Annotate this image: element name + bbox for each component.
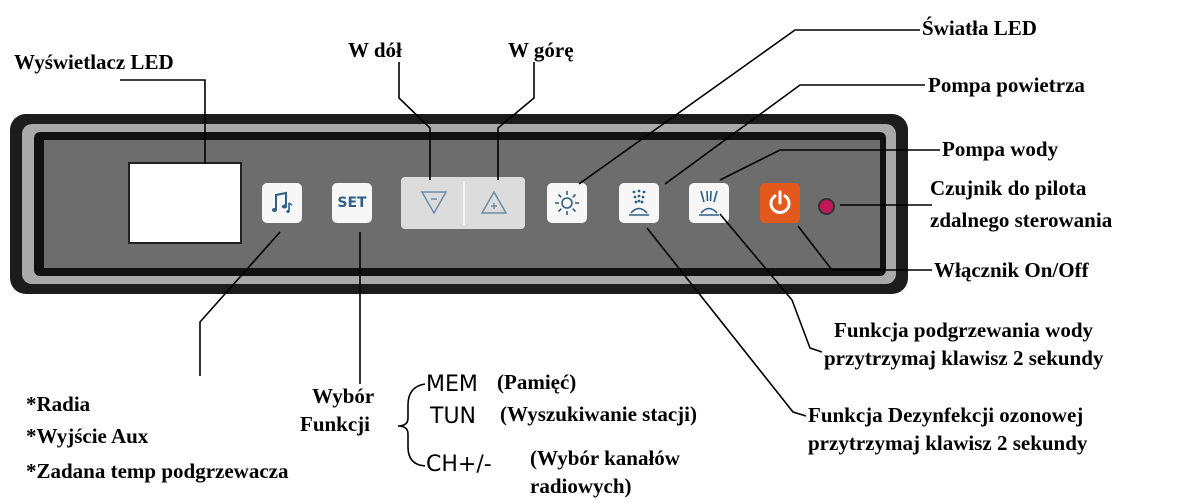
label-radio-2: *Wyjście Aux	[26, 424, 149, 448]
ch-desc-2: radiowych)	[530, 474, 632, 498]
ch-desc-1: (Wybór kanałów	[530, 446, 680, 470]
label-radio-3: *Zadana temp podgrzewacza	[26, 459, 289, 483]
updown-separator	[463, 181, 465, 225]
label-sensor-1: Czujnik do pilota	[930, 176, 1087, 200]
down-triangle-icon[interactable]	[419, 187, 449, 217]
water-jet-icon	[699, 190, 719, 216]
label-radio-1: *Radia	[26, 392, 91, 416]
light-icon	[555, 191, 579, 215]
label-sensor-2: zdalnego sterowania	[930, 208, 1113, 232]
music-button[interactable]	[262, 183, 302, 223]
tun-code: TUN	[430, 404, 476, 429]
label-ozone-1: Funkcja Dezynfekcji ozonowej	[808, 403, 1084, 427]
mem-desc: (Pamięć)	[497, 370, 577, 394]
tun-desc: (Wyszukiwanie stacji)	[500, 402, 697, 426]
up-triangle-icon[interactable]	[479, 187, 509, 217]
air-pump-button[interactable]	[619, 183, 659, 223]
set-button[interactable]: SET	[332, 183, 372, 223]
led-display	[128, 162, 242, 244]
label-heat-1: Funkcja podgrzewania wody	[834, 318, 1094, 342]
label-up: W górę	[508, 38, 574, 62]
power-icon	[769, 190, 791, 214]
label-function-2: Funkcji	[300, 412, 371, 436]
remote-sensor	[818, 198, 835, 215]
air-bubbles-icon	[629, 189, 649, 216]
label-led-display: Wyświetlacz LED	[14, 50, 174, 74]
label-led-lights: Światła LED	[922, 16, 1037, 40]
up-down-button-group	[401, 177, 525, 229]
label-power: Włącznik On/Off	[934, 258, 1089, 282]
label-ozone-2: przytrzymaj klawisz 2 sekundy	[808, 431, 1088, 455]
label-down: W dół	[348, 38, 402, 62]
power-button[interactable]	[760, 183, 800, 223]
label-heat-2: przytrzymaj klawisz 2 sekundy	[824, 346, 1104, 370]
label-air-pump: Pompa powietrza	[928, 73, 1085, 97]
set-label: SET	[337, 195, 367, 211]
ch-code: CH+/-	[426, 452, 492, 477]
light-button[interactable]	[547, 183, 587, 223]
label-water-pump: Pompa wody	[942, 137, 1059, 161]
label-function-1: Wybór	[312, 384, 375, 408]
music-icon	[271, 191, 293, 213]
mem-code: MEM	[426, 372, 478, 397]
